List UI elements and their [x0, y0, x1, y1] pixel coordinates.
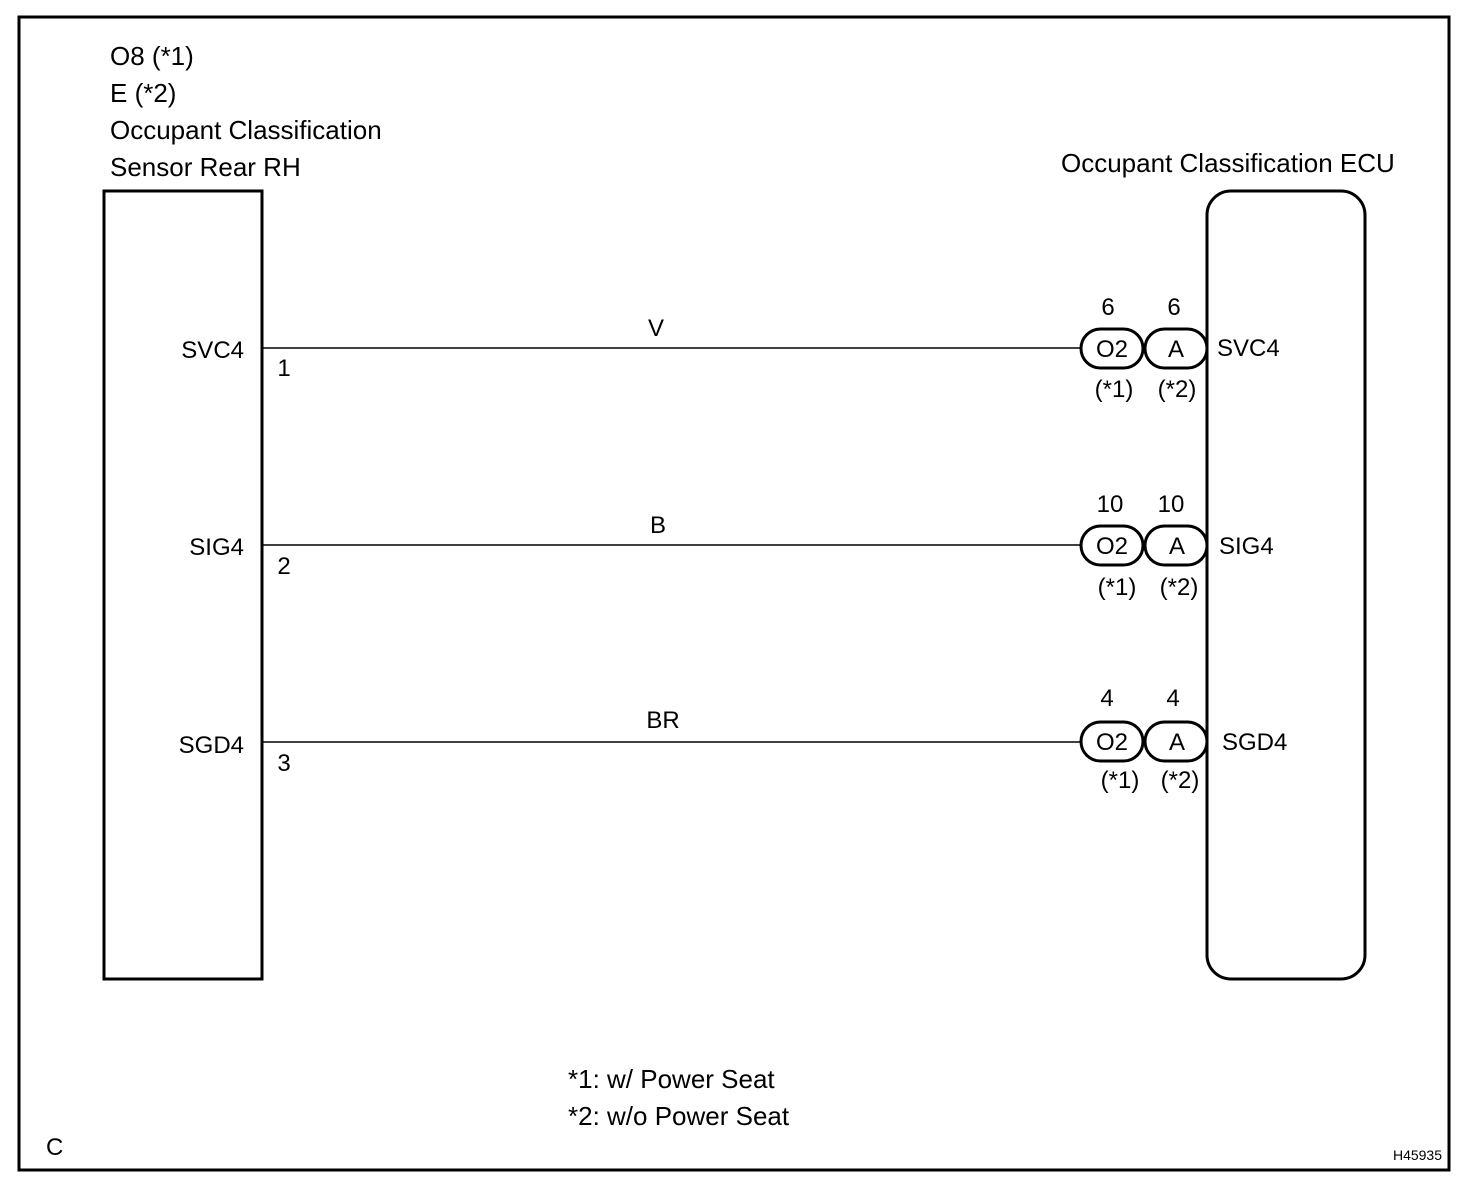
- circuit-sgd4: SGD4 3 BR 4 4 O2 A (*1) (*2) SGD4: [179, 685, 1288, 794]
- connector-a-pin: 10: [1158, 491, 1185, 518]
- connector-a-oval: [1143, 327, 1209, 370]
- wire-color-b: B: [650, 512, 666, 539]
- connector-a-note: (*2): [1161, 767, 1200, 794]
- connector-a-note: (*2): [1160, 574, 1199, 601]
- sensor-connector-code-1: O8 (*1): [110, 41, 194, 71]
- connector-o2-pin: 10: [1097, 491, 1124, 518]
- ecu-terminal-sgd4: SGD4: [1222, 729, 1287, 756]
- ecu-name: Occupant Classification ECU: [1061, 148, 1395, 178]
- sensor-box: [102, 189, 264, 981]
- connector-o2-oval: [1079, 524, 1145, 567]
- circuit-svc4: SVC4 1 V 6 6 O2 A (*1) (*2) SVC4: [181, 294, 1279, 403]
- connector-o2-oval: [1079, 327, 1145, 370]
- connector-o2-label: O2: [1096, 729, 1128, 756]
- ecu-box: [1205, 189, 1367, 981]
- sensor-connector-code-2: E (*2): [110, 78, 176, 108]
- diagram-frame: [17, 15, 1451, 1172]
- connector-o2-label: O2: [1096, 336, 1128, 363]
- connector-o2-oval: [1079, 720, 1145, 763]
- sensor-pin-2: 2: [277, 553, 290, 580]
- connector-a-pin: 6: [1167, 294, 1180, 321]
- footnote-2: *2: w/o Power Seat: [568, 1101, 790, 1131]
- connector-a-oval: [1143, 720, 1209, 763]
- circuit-sig4: SIG4 2 B 10 10 O2 A (*1) (*2) SIG4: [189, 491, 1273, 601]
- connector-a-pin: 4: [1166, 685, 1179, 712]
- wire-color-v: V: [648, 315, 664, 342]
- connector-a-label: A: [1169, 729, 1185, 756]
- sensor-pin-3: 3: [277, 750, 290, 777]
- connector-o2-pin: 6: [1101, 294, 1114, 321]
- connector-o2-note: (*1): [1098, 574, 1137, 601]
- connector-o2-note: (*1): [1095, 376, 1134, 403]
- sensor-terminal-sgd4: SGD4: [179, 732, 244, 759]
- sensor-name-line-1: Occupant Classification: [110, 115, 382, 145]
- wire-color-br: BR: [646, 707, 679, 734]
- connector-o2-note: (*1): [1101, 767, 1140, 794]
- connector-a-note: (*2): [1158, 376, 1197, 403]
- ecu-terminal-sig4: SIG4: [1219, 533, 1274, 560]
- figure-id: H45935: [1393, 1147, 1442, 1163]
- sensor-pin-1: 1: [277, 355, 290, 382]
- connector-a-label: A: [1169, 533, 1185, 560]
- connector-a-label: A: [1168, 336, 1184, 363]
- corner-letter: C: [46, 1134, 63, 1161]
- ecu-terminal-svc4: SVC4: [1217, 335, 1280, 362]
- sensor-name-line-2: Sensor Rear RH: [110, 152, 301, 182]
- connector-o2-label: O2: [1096, 533, 1128, 560]
- sensor-terminal-svc4: SVC4: [181, 337, 244, 364]
- connector-o2-pin: 4: [1100, 685, 1113, 712]
- sensor-terminal-sig4: SIG4: [189, 534, 244, 561]
- connector-a-oval: [1143, 524, 1209, 567]
- footnote-1: *1: w/ Power Seat: [568, 1064, 775, 1094]
